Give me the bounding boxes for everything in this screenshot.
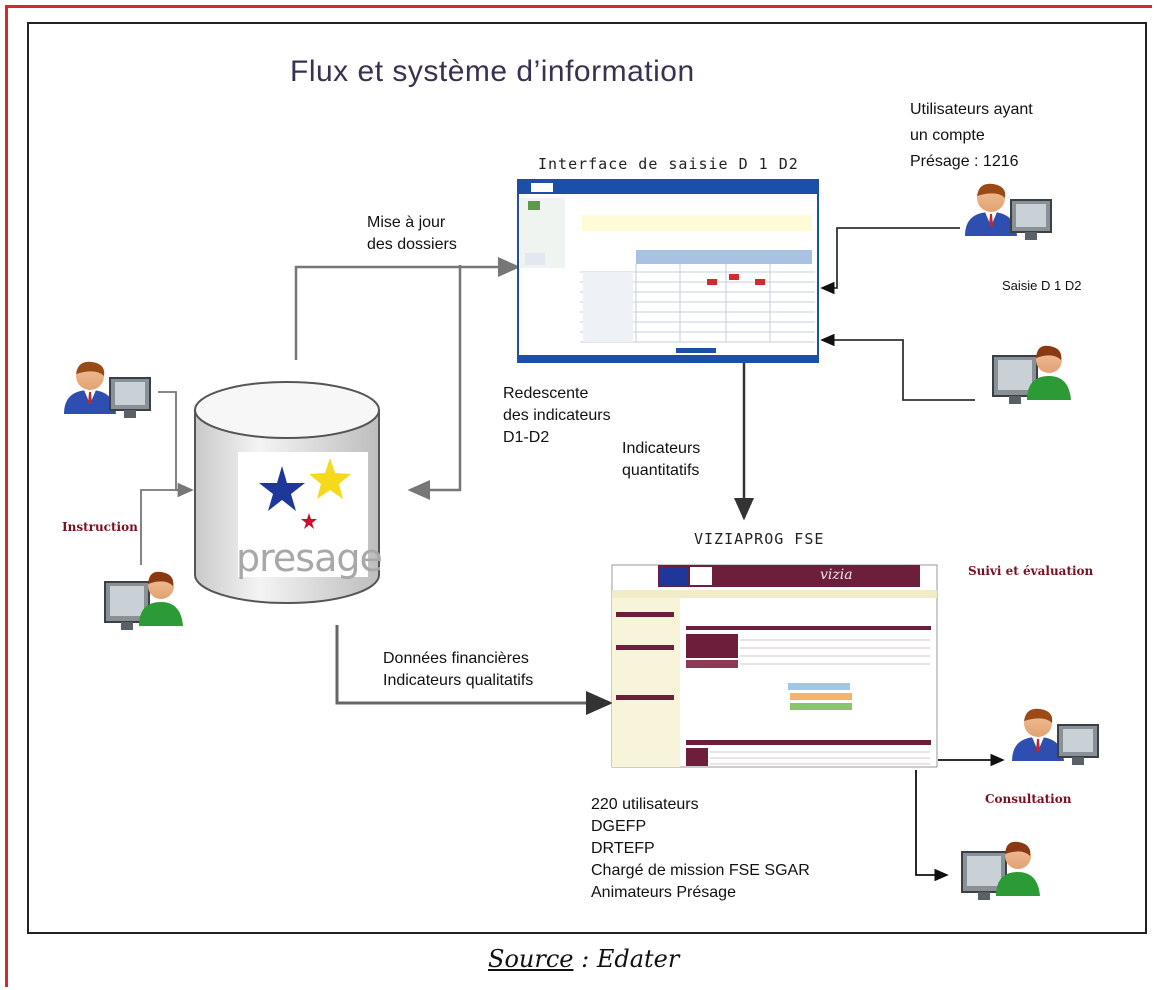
label-line: des dossiers	[367, 236, 457, 253]
label-line: Mise à jour	[367, 214, 446, 231]
arrow-redescente	[407, 265, 462, 500]
arrow-mise-a-jour	[294, 257, 521, 360]
arrow-saisie-user-top	[820, 227, 960, 295]
label-consultation: Consultation	[985, 792, 1072, 806]
user-at-computer-icon	[104, 571, 183, 630]
user-at-computer-icon	[961, 841, 1040, 900]
viziaprog-title: VIZIAPROG FSE	[694, 530, 825, 548]
presage-logo-text: presage	[236, 536, 383, 580]
label-line: 220 utilisateurs	[591, 796, 699, 813]
arrow-consultation-bottom	[915, 770, 949, 882]
label-line: Présage : 1216	[910, 153, 1019, 170]
source-label: Source	[488, 945, 574, 973]
outer-red-frame	[5, 5, 1152, 987]
arrow-saisie-user-bottom	[820, 333, 975, 401]
label-line: DRTEFP	[591, 840, 655, 857]
diagram-title: Flux et système d’information	[290, 55, 695, 88]
label-mise-a-jour: Mise à jour des dossiers	[367, 212, 457, 256]
label-line: des indicateurs	[503, 407, 611, 424]
label-line: Animateurs Présage	[591, 884, 736, 901]
label-suivi-evaluation: Suivi et évaluation	[968, 564, 1094, 578]
label-line: D1-D2	[503, 429, 550, 446]
label-indicateurs-quantitatifs: Indicateurs quantitatifs	[622, 438, 700, 482]
label-donnees-financieres: Données financières Indicateurs qualitat…	[383, 648, 533, 692]
interface-saisie-screenshot	[517, 179, 819, 363]
presage-stars-logo	[238, 452, 368, 577]
label-line: Indicateurs	[622, 440, 701, 457]
label-line: un compte	[910, 127, 985, 144]
label-saisie-d1d2: Saisie D 1 D2	[1002, 278, 1082, 293]
label-utilisateurs-list: 220 utilisateurs DGEFP DRTEFP Chargé de …	[591, 794, 810, 904]
arrow-donnees-financieres	[335, 625, 613, 715]
label-line: Redescente	[503, 385, 589, 402]
label-redescente: Redescente des indicateurs D1-D2	[503, 383, 611, 449]
label-line: Indicateurs qualitatifs	[383, 672, 534, 689]
user-at-computer-icon	[992, 345, 1071, 404]
arrow-instruction-top	[158, 391, 194, 498]
viziaprog-screenshot	[611, 564, 938, 768]
label-line: Utilisateurs ayant	[910, 101, 1033, 118]
source-caption: Source : Edater	[488, 945, 679, 973]
user-at-computer-icon	[965, 183, 1052, 240]
arrow-instruction-bottom	[140, 489, 192, 565]
user-at-computer-icon	[1012, 708, 1099, 765]
label-utilisateurs-compte: Utilisateurs ayant un compte Présage : 1…	[910, 97, 1033, 175]
source-value: : Edater	[573, 945, 680, 973]
label-instruction: Instruction	[62, 520, 138, 534]
user-at-computer-icon	[64, 361, 151, 418]
label-line: Données financières	[383, 650, 529, 667]
label-line: DGEFP	[591, 818, 647, 835]
interface-saisie-title: Interface de saisie D 1 D2	[538, 155, 799, 173]
label-line: Chargé de mission FSE SGAR	[591, 862, 810, 879]
label-line: quantitatifs	[622, 462, 700, 479]
viziaprog-banner-text: vizia	[820, 567, 853, 583]
